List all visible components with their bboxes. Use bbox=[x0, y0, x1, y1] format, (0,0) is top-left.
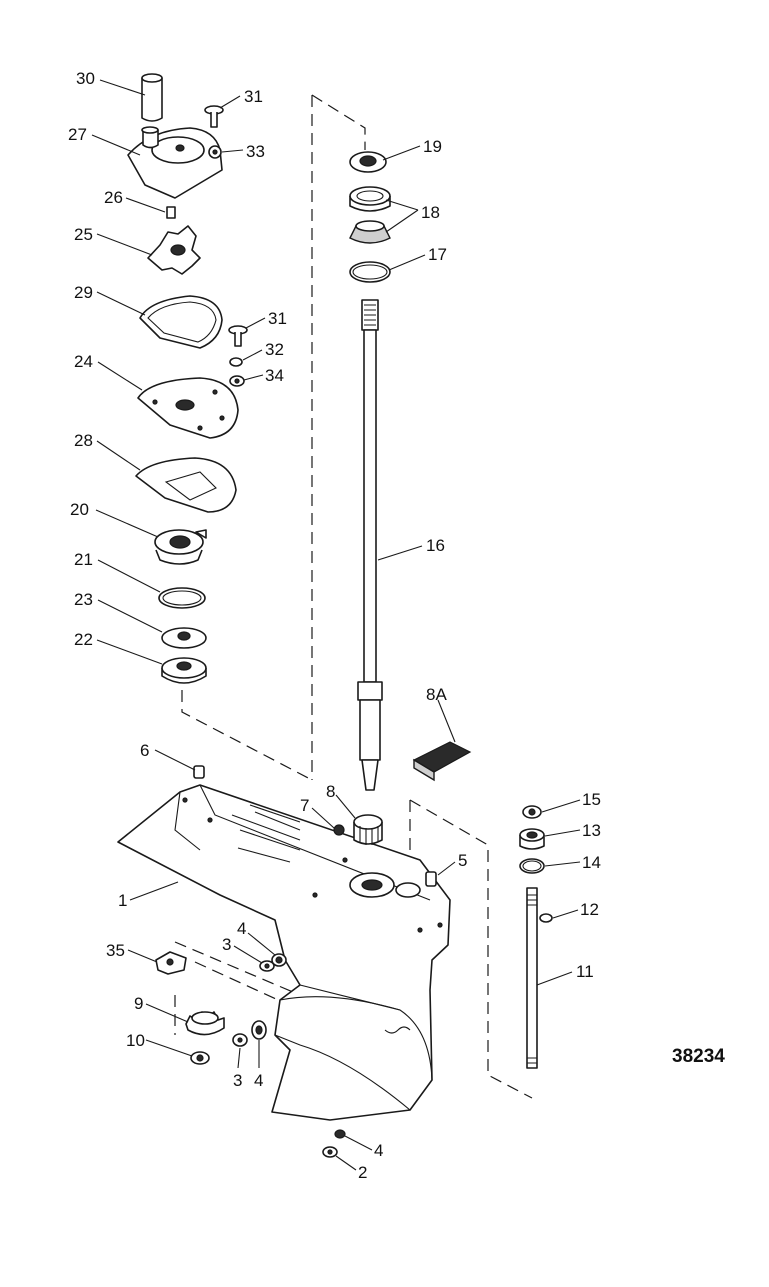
part-3-screw-lower bbox=[232, 1033, 248, 1047]
part-33-washer bbox=[208, 145, 222, 159]
part-30-water-tube bbox=[141, 73, 163, 122]
callout-8a: 8A bbox=[426, 685, 447, 704]
callout-8: 8 bbox=[326, 782, 335, 801]
part-34-nut bbox=[229, 375, 245, 387]
callout-27: 27 bbox=[68, 125, 87, 144]
part-5-pin bbox=[425, 871, 437, 887]
callout-14: 14 bbox=[582, 853, 601, 872]
part-16-driveshaft bbox=[357, 299, 383, 791]
part-35-cap bbox=[155, 951, 187, 975]
part-10-nut bbox=[190, 1051, 210, 1065]
callout-31-mid: 31 bbox=[268, 309, 287, 328]
callout-15: 15 bbox=[582, 790, 601, 809]
part-7-nut bbox=[333, 824, 345, 836]
callout-21: 21 bbox=[74, 550, 93, 569]
callout-12: 12 bbox=[580, 900, 599, 919]
part-4-washer-bottom bbox=[334, 1129, 346, 1139]
callout-23: 23 bbox=[74, 590, 93, 609]
callout-1: 1 bbox=[118, 891, 127, 910]
part-24-wear-plate bbox=[137, 377, 239, 439]
part-32-washer bbox=[229, 357, 243, 367]
leader-lines bbox=[91, 79, 581, 1171]
part-1-gearcase-housing bbox=[117, 784, 451, 1121]
callout-34: 34 bbox=[265, 366, 284, 385]
callout-5: 5 bbox=[458, 851, 467, 870]
callout-24: 24 bbox=[74, 352, 93, 371]
part-23-seal bbox=[161, 627, 207, 649]
part-20-carrier bbox=[154, 529, 207, 565]
part-26-key bbox=[166, 206, 176, 219]
part-31-screw-top bbox=[204, 105, 224, 128]
part-15-nut bbox=[522, 805, 542, 819]
part-2-screw-bottom bbox=[322, 1146, 338, 1158]
part-3-screw-upper bbox=[259, 960, 275, 972]
part-21-oring bbox=[158, 587, 206, 609]
part-27-pump-housing bbox=[127, 126, 223, 199]
callout-17: 17 bbox=[428, 245, 447, 264]
callout-20: 20 bbox=[70, 500, 89, 519]
callout-7: 7 bbox=[300, 796, 309, 815]
callout-3-upper: 3 bbox=[222, 935, 231, 954]
part-18-bearing-cone bbox=[349, 220, 391, 244]
part-31-screw-mid bbox=[228, 325, 248, 347]
callout-4-lower: 4 bbox=[254, 1071, 263, 1090]
callout-29: 29 bbox=[74, 283, 93, 302]
callout-22: 22 bbox=[74, 630, 93, 649]
callout-4-upper: 4 bbox=[237, 919, 246, 938]
callout-4-bottom: 4 bbox=[374, 1141, 383, 1160]
callout-10: 10 bbox=[126, 1031, 145, 1050]
part-11-shift-shaft bbox=[526, 887, 538, 1069]
reference-number: 38234 bbox=[672, 1046, 725, 1067]
callout-9: 9 bbox=[134, 994, 143, 1013]
callout-30: 30 bbox=[76, 69, 95, 88]
part-4-washer-upper bbox=[271, 953, 287, 967]
part-19-nut bbox=[349, 151, 387, 173]
callout-31-top: 31 bbox=[244, 87, 263, 106]
part-9-pinion-gear bbox=[185, 1011, 225, 1036]
callout-33: 33 bbox=[246, 142, 265, 161]
part-25-impeller bbox=[147, 225, 201, 275]
part-14-oring bbox=[519, 858, 545, 874]
callout-35: 35 bbox=[106, 941, 125, 960]
callout-11: 11 bbox=[576, 962, 594, 981]
callout-25: 25 bbox=[74, 225, 93, 244]
part-28-gasket bbox=[135, 457, 237, 513]
part-12-clip bbox=[539, 913, 553, 923]
callout-3-lower: 3 bbox=[233, 1071, 242, 1090]
part-13-bushing bbox=[519, 828, 545, 850]
part-22-seal bbox=[161, 657, 207, 684]
part-6-pin bbox=[193, 765, 205, 779]
callout-13: 13 bbox=[582, 821, 601, 840]
callout-19: 19 bbox=[423, 137, 442, 156]
part-4-washer-lower bbox=[251, 1020, 267, 1040]
part-29-gasket bbox=[139, 295, 223, 349]
callout-6: 6 bbox=[140, 741, 149, 760]
callout-28: 28 bbox=[74, 431, 93, 450]
part-8-bearing bbox=[353, 814, 383, 845]
part-18-bearing-cup bbox=[349, 186, 391, 212]
callout-32: 32 bbox=[265, 340, 284, 359]
callout-26: 26 bbox=[104, 188, 123, 207]
alignment-dashed-lines bbox=[174, 94, 533, 1099]
callout-18: 18 bbox=[421, 203, 440, 222]
callout-16: 16 bbox=[426, 536, 445, 555]
part-8a-pad bbox=[412, 741, 472, 782]
callout-2: 2 bbox=[358, 1163, 367, 1182]
callout-labels: 30 31 27 33 26 25 29 31 32 34 24 28 20 2… bbox=[68, 69, 725, 1182]
part-17-shim bbox=[349, 261, 391, 283]
